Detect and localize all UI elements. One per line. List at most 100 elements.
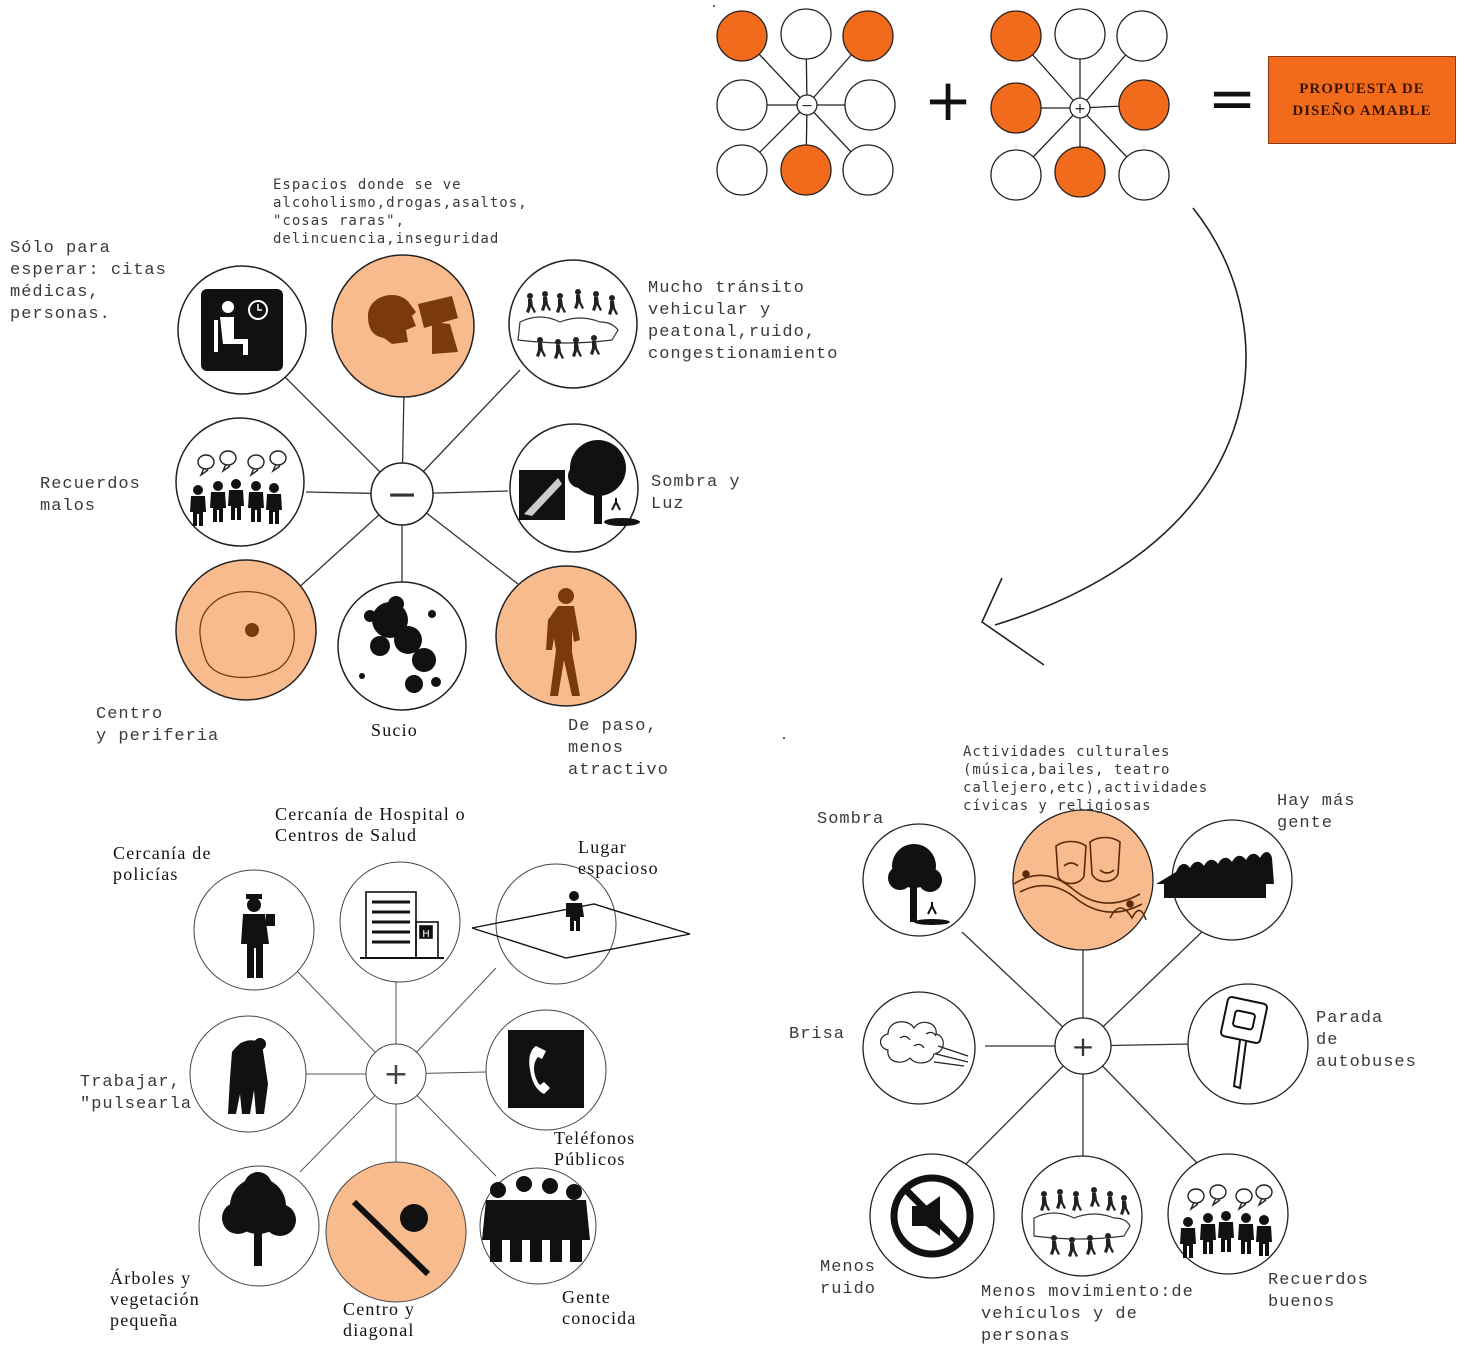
stray-dot xyxy=(783,737,785,739)
formula-equals-operator: = xyxy=(1208,64,1257,132)
label-shade-light: Sombra y Luz xyxy=(651,473,741,514)
trees-node xyxy=(198,1165,320,1287)
label-shade: Sombra xyxy=(817,810,885,829)
formula-minus-hub xyxy=(796,94,818,116)
group-of-people-icon xyxy=(482,1176,590,1262)
formula-minus-hub-symbol: − xyxy=(801,98,813,114)
work-node xyxy=(189,1015,307,1133)
waiting-room-icon xyxy=(201,289,283,371)
formula-minus-node xyxy=(842,10,894,62)
police-officer-icon xyxy=(241,894,275,978)
formula-minus-node xyxy=(780,8,832,60)
known-people-node xyxy=(479,1167,597,1285)
bad-memories-node xyxy=(175,417,305,547)
label-center-diagonal: Centro y diagonal xyxy=(343,1299,416,1340)
svg-text:H: H xyxy=(422,929,430,940)
dirty-node xyxy=(337,581,467,711)
formula-plus-node xyxy=(1118,149,1170,201)
proposal-breeze-node xyxy=(862,991,976,1105)
label-phones: Teléfonos Públicos xyxy=(554,1128,636,1169)
label-waiting: Sólo para esperar: citas médicas, person… xyxy=(10,239,167,324)
formula-plus-operator: + xyxy=(924,66,973,134)
periphery-outline-icon xyxy=(199,591,295,679)
label-spacious: Lugar espacioso xyxy=(578,837,659,878)
curved-arrow xyxy=(980,207,1247,666)
label-vices: Espacios donde se ve alcoholismo,drogas,… xyxy=(273,177,528,247)
proposal-result-box: PROPUESTA DE DISEÑO AMABLE xyxy=(1268,56,1456,144)
label-dirty: Sucio xyxy=(371,720,419,740)
proposal-less-noise-node xyxy=(869,1153,995,1279)
formula-minus-wheel xyxy=(716,8,896,196)
workers-icon xyxy=(228,1038,268,1114)
formula-plus-node xyxy=(990,10,1042,62)
spacious-node xyxy=(471,863,691,985)
crowd-traffic-icon xyxy=(517,289,619,359)
formula-minus-node xyxy=(780,144,832,196)
negative-hub-symbol: − xyxy=(386,472,418,516)
open-plaza-icon xyxy=(471,903,691,959)
label-trees: Árboles y vegetación pequeña xyxy=(110,1268,200,1330)
passing-node xyxy=(495,565,637,707)
existing-hub xyxy=(365,1043,427,1105)
formula-plus-hub-symbol: + xyxy=(1074,101,1086,117)
formula-minus-node xyxy=(716,10,768,62)
label-traffic: Mucho tránsito vehicular y peatonal,ruid… xyxy=(648,279,839,364)
formula-minus-node xyxy=(842,144,894,196)
label-bad-memories: Recuerdos malos xyxy=(40,475,141,516)
label-culture: Actividades culturales (música,bailes, t… xyxy=(963,744,1209,814)
formula-minus-node xyxy=(716,79,768,131)
negative-hub xyxy=(370,462,434,526)
label-bus-stop: Parada de autobuses xyxy=(1316,1009,1417,1072)
stain-icon xyxy=(359,596,441,693)
formula-plus-node xyxy=(1118,79,1170,131)
formula-plus-node xyxy=(1054,146,1106,198)
existing-hub-symbol: + xyxy=(383,1057,408,1092)
stray-dot xyxy=(713,5,715,7)
center-dot-icon xyxy=(400,1204,428,1232)
standing-person-icon xyxy=(566,891,584,931)
proposal-people-node xyxy=(1156,819,1293,941)
tree-light-icon xyxy=(519,440,640,526)
formula-plus-node xyxy=(1116,10,1168,62)
label-center-periphery: Centro y periferia xyxy=(96,705,220,746)
label-hospital: Cercanía de Hospital o Centros de Salud xyxy=(275,804,466,845)
label-passing: De paso, menos atractivo xyxy=(568,717,669,780)
proposal-culture-node xyxy=(1012,809,1154,951)
hospital-building-icon: H xyxy=(360,891,444,959)
formula-plus-wheel xyxy=(990,8,1170,201)
wind-cloud-icon xyxy=(879,1021,969,1067)
drinking-icon xyxy=(368,294,458,354)
proposal-hub-symbol: + xyxy=(1071,1030,1094,1063)
waiting-node xyxy=(177,265,307,395)
center-dot-icon xyxy=(245,623,259,637)
label-known-people: Gente conocida xyxy=(562,1287,637,1328)
label-more-people: Hay más gente xyxy=(1277,792,1356,833)
proposal-less-movement-node xyxy=(1021,1155,1143,1277)
formula-plus-node xyxy=(990,82,1042,134)
formula-plus-node xyxy=(1054,8,1106,60)
proposal-bus-stop-node xyxy=(1187,983,1309,1105)
label-less-movement: Menos movimiento:de vehículos y de perso… xyxy=(981,1283,1194,1346)
hospital-node: H xyxy=(339,861,461,983)
theater-masks-icon xyxy=(1013,836,1147,921)
handset-icon xyxy=(529,1046,550,1094)
crowd-icon xyxy=(1156,852,1274,898)
tree-icon xyxy=(222,1172,296,1266)
shade-tree-icon xyxy=(888,844,950,925)
shade-light-node xyxy=(509,423,640,553)
formula-minus-node xyxy=(716,144,768,196)
label-breeze: Brisa xyxy=(789,1025,846,1044)
walking-man-icon xyxy=(546,588,580,696)
payphone-icon xyxy=(508,1030,584,1108)
label-good-memories: Recuerdos buenos xyxy=(1268,1271,1369,1312)
label-police: Cercanía de policías xyxy=(113,843,212,884)
center-periphery-node xyxy=(175,559,317,701)
proposal-good-memories-node xyxy=(1167,1153,1289,1275)
traffic-node xyxy=(508,259,638,389)
bus-stop-sign-icon xyxy=(1220,996,1268,1090)
crowd-traffic-icon xyxy=(1033,1187,1131,1257)
formula-minus-node xyxy=(844,79,896,131)
police-node xyxy=(193,869,315,991)
proposal-hub xyxy=(1054,1017,1112,1075)
vices-node xyxy=(331,254,475,398)
